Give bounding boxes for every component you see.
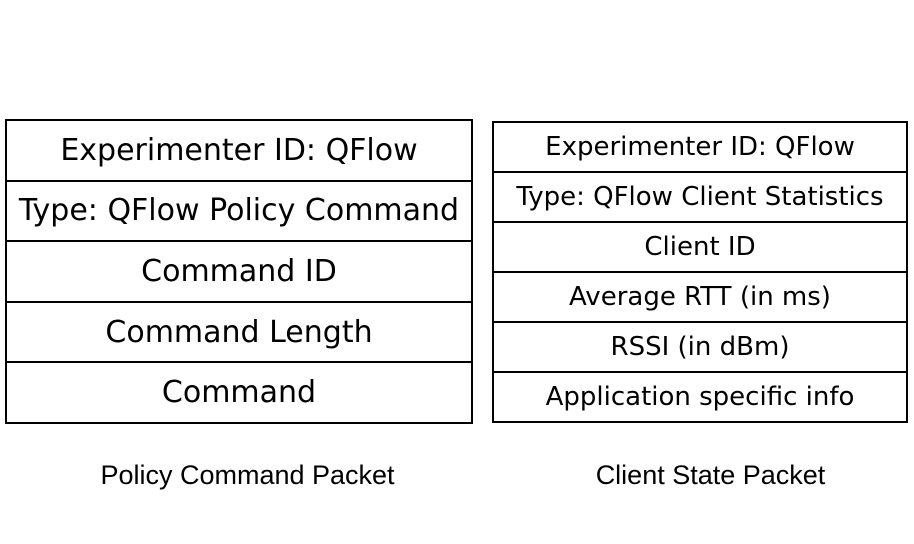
packet-field-type: Type: QFlow Client Statistics xyxy=(494,171,906,221)
packet-field-type: Type: QFlow Policy Command xyxy=(7,179,471,241)
client-packet-caption: Client State Packet xyxy=(595,460,826,490)
packet-field-command: Command xyxy=(7,361,471,422)
policy-command-packet: Experimenter ID: QFlow Type: QFlow Polic… xyxy=(5,119,473,424)
packet-field-command-length: Command Length xyxy=(7,300,471,362)
packet-field-experimenter-id: Experimenter ID: QFlow xyxy=(545,132,855,162)
packet-field-average-rtt: Average RTT (in ms) xyxy=(494,271,906,321)
packet-field-rssi: RSSI (in dBm) xyxy=(494,321,906,371)
policy-packet-caption: Policy Command Packet xyxy=(100,460,395,490)
packet-field-command-id: Command ID xyxy=(7,240,471,301)
packet-field-application-info: Application specific info xyxy=(494,371,906,421)
packet-field-client-id: Client ID xyxy=(494,221,906,271)
client-state-packet: Experimenter ID: QFlow Type: QFlow Clien… xyxy=(492,121,908,423)
packet-field-experimenter-id: Experimenter ID: QFlow xyxy=(60,132,418,168)
